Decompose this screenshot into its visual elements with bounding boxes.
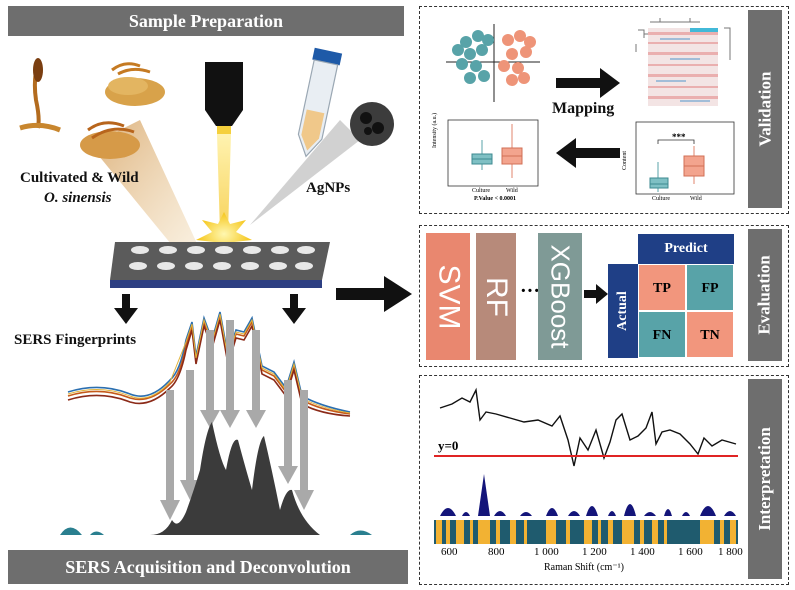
boxplot-right-ylabel: Content (622, 151, 628, 170)
small-teal-peaks (60, 527, 372, 535)
confusion-cell-tn: TN (686, 311, 734, 358)
down-arrow-icon (114, 294, 138, 324)
sample-preparation-illustration (19, 47, 412, 535)
tick-1000: 1 000 (534, 546, 559, 558)
rf-model-block: RF (476, 233, 516, 360)
tick-1400: 1 400 (630, 546, 655, 558)
laser-beam-icon (217, 134, 231, 232)
sers-acquisition-banner: SERS Acquisition and Deconvolution (8, 550, 408, 584)
mapping-arrow-left-icon (556, 138, 620, 168)
evaluation-tab: Evaluation (748, 229, 782, 361)
tick-1800: 1 800 (718, 546, 743, 558)
raman-shift-axis-label: Raman Shift (cm⁻¹) (544, 562, 624, 573)
sample-label-line1: Cultivated & Wild (20, 170, 139, 186)
boxplot-right-cat-1: Culture (652, 196, 670, 202)
cordyceps-stalk-icon (19, 58, 61, 133)
interpretation-tab: Interpretation (748, 379, 782, 579)
weight-curve (439, 387, 737, 467)
confusion-cell-fn: FN (638, 311, 686, 358)
boxplot-right (635, 121, 735, 195)
boxplot-left-pvalue: P.Value < 0.0001 (474, 196, 516, 202)
eval-arrow-icon (584, 284, 608, 304)
confusion-actual-header: Actual (608, 264, 638, 358)
confusion-cell-tp: TP (638, 264, 686, 311)
tick-1200: 1 200 (582, 546, 607, 558)
importance-bars (440, 474, 736, 516)
peak-correspondence-arrows (160, 320, 314, 520)
agnps-label: AgNPs (306, 180, 351, 196)
mapping-label: Mapping (552, 100, 615, 117)
sample-label-line2: O. sinensis (44, 190, 112, 206)
boxplot-right-significance: *** (672, 132, 686, 142)
mapping-arrow-right-icon (556, 68, 620, 98)
boxplot-left-ylabel: Intensity (a.u.) (432, 112, 438, 148)
tick-800: 800 (488, 546, 505, 558)
tick-1600: 1 600 (678, 546, 703, 558)
boxplot-left-cat-2: Wild (506, 188, 518, 194)
validation-tab: Validation (748, 10, 782, 208)
raman-flash-icon (196, 212, 252, 256)
svm-model-block: SVM (426, 233, 470, 360)
interpretation-graphics (434, 387, 738, 544)
sample-preparation-banner: Sample Preparation (8, 6, 404, 36)
tick-600: 600 (441, 546, 458, 558)
feature-barcode-highlights (436, 520, 736, 544)
boxplot-left-cat-1: Culture (472, 188, 490, 194)
sample-pile-icon (80, 121, 140, 159)
clustered-heatmap (635, 18, 731, 106)
baseline-label: y=0 (438, 438, 459, 453)
boxplot-left (447, 119, 539, 187)
boxplot-right-cat-2: Wild (690, 196, 702, 202)
laser-head-icon (205, 62, 243, 134)
interpretation-panel (419, 375, 789, 585)
scatter-group-wild (498, 30, 536, 86)
deconvolution-peaks (150, 422, 320, 535)
confusion-cell-fp: FP (686, 264, 734, 311)
validation-graphics (446, 18, 735, 195)
nanoparticle-magnifier-icon (250, 102, 394, 225)
agnps-tube-icon (297, 47, 343, 158)
right-arrow-icon (336, 276, 412, 312)
xgboost-model-block: XGBoost (538, 233, 582, 360)
model-ellipsis: ··· (520, 280, 541, 302)
scatter-group-cultivated (452, 30, 494, 84)
powder-pile-icon (105, 62, 165, 106)
sers-plate-icon (110, 242, 330, 288)
down-arrow-icon (282, 294, 306, 324)
confusion-predict-header: Predict (638, 234, 734, 264)
sers-fingerprints-label: SERS Fingerprints (14, 332, 137, 348)
